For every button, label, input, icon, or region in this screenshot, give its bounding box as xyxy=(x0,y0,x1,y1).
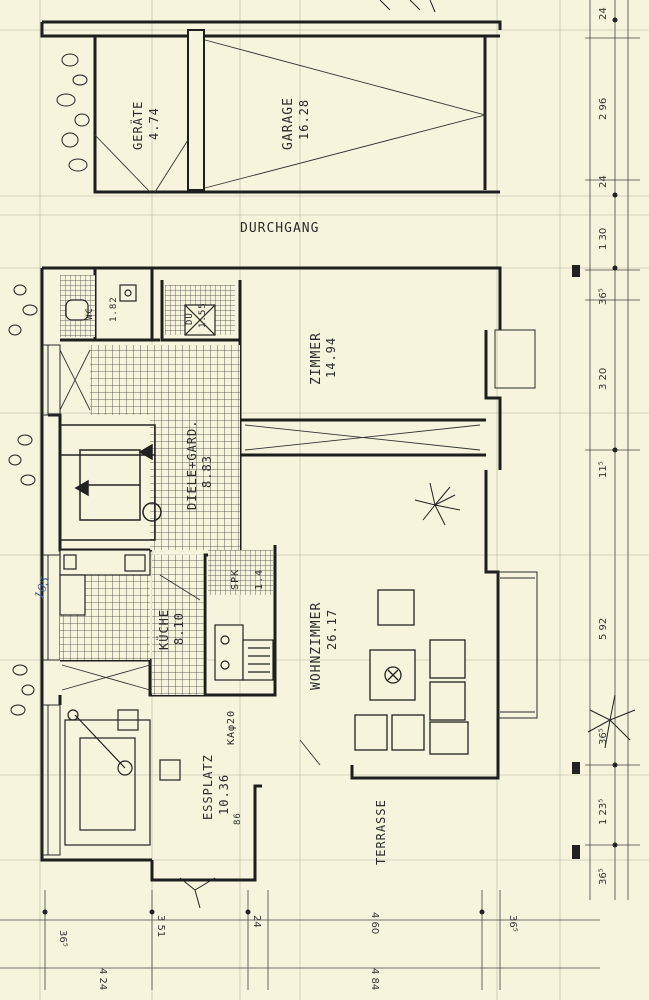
dim-bottom-2: 3 51 xyxy=(155,915,166,937)
dim-right-10: 36⁵ xyxy=(598,868,609,885)
kitchen-fittings xyxy=(59,549,274,681)
label-speisekammer: SPK xyxy=(230,569,241,590)
column-markers xyxy=(42,17,618,915)
label-terrasse: TERRASSE xyxy=(374,799,388,865)
label-kueche-area: 8.10 xyxy=(172,612,186,645)
label-diele: DIELE+GARD. xyxy=(185,420,199,510)
label-esplatz: ESSPLATZ xyxy=(201,754,215,820)
label-mark-86: 86 xyxy=(233,812,243,825)
living-furniture xyxy=(354,589,469,755)
gravel-bed xyxy=(8,53,90,716)
dim-right-0: 24 xyxy=(598,7,609,20)
door-swings xyxy=(59,39,487,766)
room-labels: GERÄTE 4.74 GARAGE 16.28 DURCHGANG ZIMME… xyxy=(32,97,388,865)
dim-right-4: 36⁵ xyxy=(598,288,609,305)
dim-right-8: 36⁵ xyxy=(598,728,609,745)
label-wc: WC xyxy=(85,307,95,320)
tiled-floors xyxy=(60,275,273,695)
label-garage-area: 16.28 xyxy=(297,99,311,140)
dim-bottom-1: 4 24 xyxy=(97,968,108,990)
handwritten-note: 105 xyxy=(32,575,53,601)
dim-right-6: 11⁵ xyxy=(598,461,609,478)
dim-bottom-6: 36⁵ xyxy=(507,915,518,932)
label-wohnzimmer: WOHNZIMMER xyxy=(309,602,324,690)
dim-bottom-5: 4 84 xyxy=(369,968,380,990)
dim-right-3: 1 30 xyxy=(598,228,609,250)
plants xyxy=(179,0,636,909)
sanitary-fixtures xyxy=(65,284,216,336)
label-dusche-area: 1.55 xyxy=(198,302,208,328)
dining-furniture xyxy=(64,709,181,846)
dimension-lines-bottom xyxy=(0,890,600,990)
label-garage: GARAGE xyxy=(281,97,296,150)
dim-right-2: 24 xyxy=(598,175,609,188)
label-esplatz-area: 10.36 xyxy=(217,774,231,815)
dimension-labels-bottom: 36⁵ 4 24 3 51 24 4 60 4 84 36⁵ xyxy=(57,912,518,990)
dim-bottom-0: 36⁵ xyxy=(57,930,68,947)
label-dusche: DU xyxy=(185,312,195,325)
dim-right-5: 3 20 xyxy=(598,368,609,390)
dimension-labels-right: 24 2 96 24 1 30 36⁵ 3 20 11⁵ 5 92 36⁵ 1 … xyxy=(598,7,609,885)
dim-bottom-4: 4 60 xyxy=(369,912,380,934)
label-geraete-area: 4.74 xyxy=(147,107,161,140)
label-speisekammer-area: 1.4 xyxy=(254,569,265,590)
staircase xyxy=(59,424,162,541)
label-wc-area: 1.82 xyxy=(109,296,119,322)
label-kueche: KÜCHE xyxy=(155,609,171,650)
dim-right-7: 5 92 xyxy=(598,618,609,640)
label-diele-area: 8.83 xyxy=(200,455,214,488)
dim-right-9: 1 23⁵ xyxy=(598,799,609,825)
dim-bottom-3: 24 xyxy=(251,915,262,928)
label-zimmer-area: 14.94 xyxy=(324,337,338,378)
dim-right-1: 2 96 xyxy=(598,98,609,120)
label-durchgang: DURCHGANG xyxy=(240,221,319,236)
label-zimmer: ZIMMER xyxy=(309,332,324,385)
label-wohnzimmer-area: 26.17 xyxy=(325,609,339,650)
label-kamin: KAφ20 xyxy=(226,710,237,745)
label-geraete: GERÄTE xyxy=(130,101,145,150)
windows-left xyxy=(41,329,538,856)
